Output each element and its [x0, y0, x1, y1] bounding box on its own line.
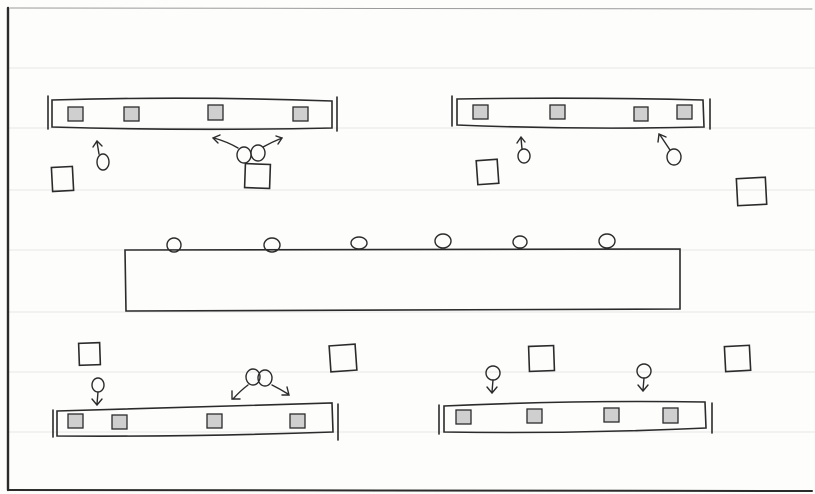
person-head [518, 149, 530, 163]
arrow-shaft [272, 385, 288, 394]
hatched-square [112, 415, 127, 429]
arrow-shaft [97, 392, 98, 404]
bar-outline [52, 98, 332, 129]
hatched-square [293, 107, 308, 121]
seat-circle [599, 234, 615, 248]
arrow-shaft [97, 142, 99, 154]
empty-box [245, 164, 271, 189]
hatched-square [207, 414, 222, 428]
person-head [92, 378, 104, 392]
seat-circle [513, 236, 527, 248]
person-arrow-up [658, 134, 681, 165]
hatched-square [604, 408, 619, 422]
bar-squares [68, 105, 308, 121]
person-arrow-down [92, 378, 104, 405]
top-right-bar [452, 96, 767, 206]
empty-box [79, 343, 101, 366]
center-table [125, 234, 680, 311]
hatched-square [68, 107, 83, 121]
hatched-square [550, 105, 565, 119]
hatched-square [124, 107, 139, 121]
hatched-square [677, 105, 692, 119]
empty-box [724, 345, 750, 371]
empty-box [329, 344, 357, 372]
bottom-right-bar [439, 345, 751, 434]
empty-box [51, 166, 73, 191]
hatched-square [527, 409, 542, 423]
bar-squares [68, 414, 305, 429]
arrow-shaft [643, 378, 644, 390]
empty-box [476, 159, 499, 184]
frame-bottom [8, 490, 812, 491]
table-outline [125, 249, 680, 311]
empty-box [736, 177, 766, 205]
arrow-shaft [233, 385, 248, 399]
persons-diverge-up [213, 135, 282, 163]
hatched-square [473, 105, 488, 119]
bottom-left-bar [53, 343, 357, 440]
person-head [637, 364, 651, 378]
persons-diverge-down [232, 369, 289, 399]
person-head [667, 149, 681, 165]
arrow-shaft [492, 380, 493, 392]
person-head [97, 154, 109, 170]
hatched-square [456, 410, 471, 424]
hatched-square [290, 414, 305, 428]
person-arrow-up [517, 137, 530, 163]
seat-circle [351, 237, 367, 249]
bar-outline [457, 98, 704, 128]
person-arrow-down [486, 366, 500, 393]
frame-top [10, 8, 812, 9]
seat-circle [435, 234, 451, 248]
hatched-square [663, 408, 678, 423]
hatched-square [634, 107, 648, 121]
person-arrow-up [93, 141, 109, 170]
arrow-shaft [521, 138, 522, 149]
person-head [237, 147, 251, 163]
bar-squares [473, 105, 692, 121]
hatched-square [208, 105, 223, 120]
person-arrow-down [637, 364, 651, 391]
top-left-bar [48, 96, 337, 192]
hatched-square [68, 414, 83, 428]
bar-squares [456, 408, 678, 424]
empty-box [529, 346, 555, 372]
person-head [486, 366, 500, 380]
